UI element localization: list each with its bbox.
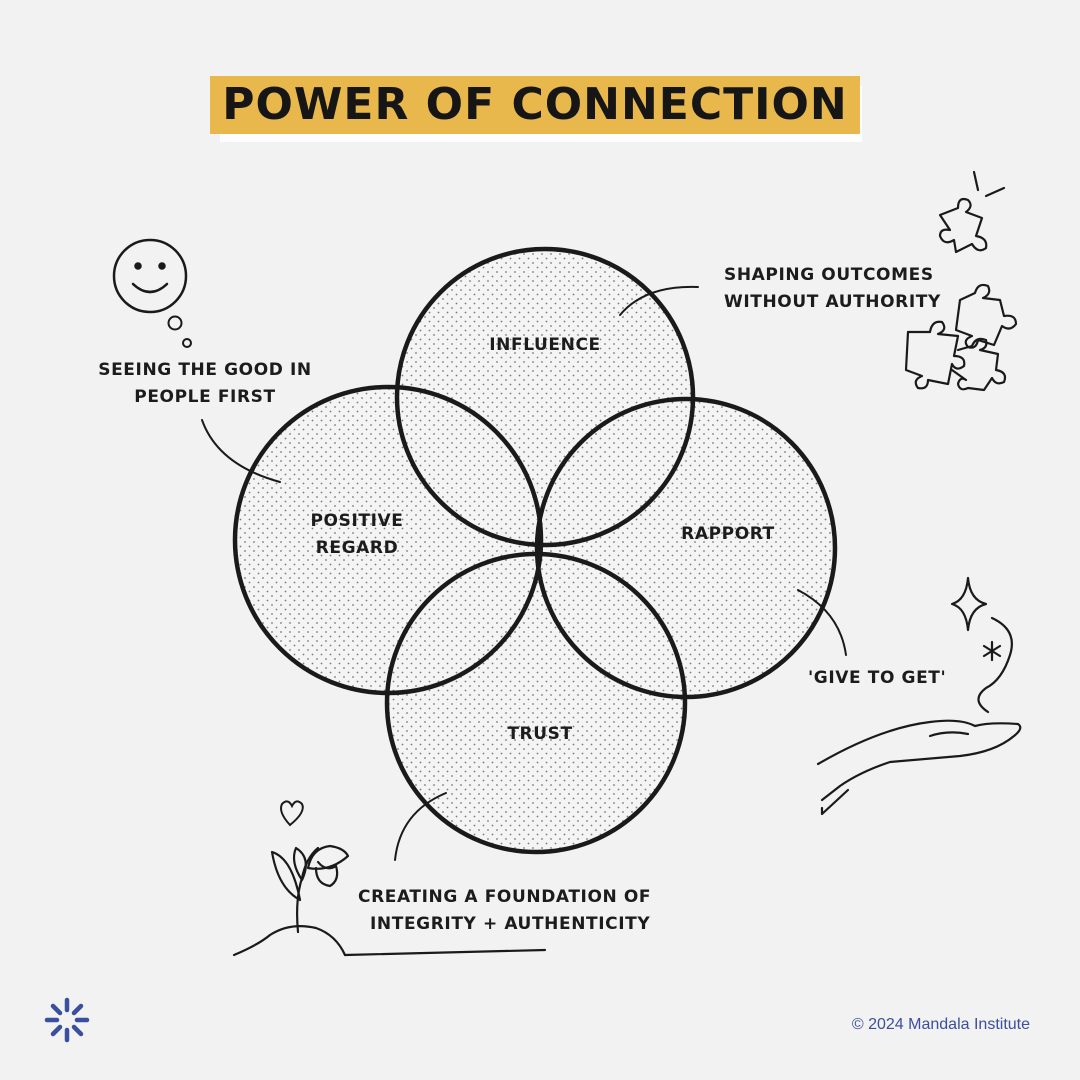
circle-outlines: [232, 246, 838, 855]
title-highlight: [210, 76, 860, 134]
annotation-trust: CREATING A FOUNDATION OF INTEGRITY + AUT…: [358, 884, 651, 938]
annotation-influence: SHAPING OUTCOMES WITHOUT AUTHORITY: [724, 262, 941, 316]
annotation-influence-line-1: SHAPING OUTCOMES: [724, 265, 934, 285]
connector-influence: [619, 285, 699, 316]
circle-label-positive-regard-line-1: POSITIVE: [310, 511, 404, 531]
open-hand-icon: [816, 719, 1022, 816]
annotation-positive-regard-line-1: SEEING THE GOOD IN: [98, 360, 312, 380]
annotation-trust-line-1: CREATING A FOUNDATION OF: [358, 887, 652, 907]
circle-label-influence: INFLUENCE: [489, 335, 601, 355]
sparkle-icon: [950, 576, 1013, 714]
circle-trust: [384, 551, 688, 855]
annotation-influence-line-2: WITHOUT AUTHORITY: [724, 292, 941, 312]
title-banner: POWER OF CONNECTION: [210, 76, 862, 142]
thought-bubble-icon: [167, 315, 192, 348]
connectors: [201, 285, 847, 861]
smiley-face-icon: [112, 238, 188, 314]
connector-trust: [394, 792, 447, 861]
logo-icon: [44, 997, 90, 1043]
annotation-rapport: 'GIVE TO GET': [808, 668, 947, 688]
circle-fill-trust: [387, 554, 685, 852]
connector-rapport: [797, 589, 847, 656]
annotation-trust-line-2: INTEGRITY + AUTHENTICITY: [370, 914, 651, 934]
heart-icon: [280, 800, 304, 827]
page-title: POWER OF CONNECTION: [222, 79, 848, 130]
circle-label-rapport: RAPPORT: [681, 524, 775, 544]
circle-fills: [235, 249, 835, 852]
sprout-icon: [232, 844, 547, 957]
copyright-text: © 2024 Mandala Institute: [851, 1016, 1030, 1033]
circle-label-positive-regard: POSITIVE REGARD: [287, 508, 427, 562]
connector-positive-regard: [201, 419, 281, 483]
circle-label-positive-regard-line-2: REGARD: [315, 538, 399, 558]
puzzle-pieces-icon: [904, 170, 1018, 392]
circle-label-trust: TRUST: [507, 724, 573, 744]
annotation-positive-regard: SEEING THE GOOD IN PEOPLE FIRST: [80, 357, 330, 411]
annotation-positive-regard-line-2: PEOPLE FIRST: [134, 387, 276, 407]
